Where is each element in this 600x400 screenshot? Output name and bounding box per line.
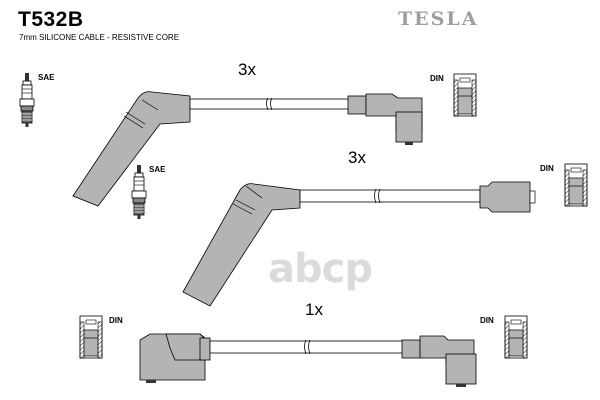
sae-label-2: SAE [149, 165, 166, 174]
din-terminal-3-icon [79, 315, 103, 359]
sae-label-1: SAE [38, 73, 55, 82]
cable-1-boot-angled [347, 93, 423, 145]
cable-1 [72, 91, 423, 207]
din-terminal-2-icon [564, 163, 588, 207]
cable-3 [139, 333, 477, 387]
cable-2-quantity: 3x [348, 148, 366, 167]
cable-1-quantity: 3x [238, 60, 256, 79]
cable-2-wire [299, 189, 481, 203]
cable-2 [182, 181, 536, 307]
part-number: T532B [18, 8, 84, 31]
cable-1-boot-straight [72, 91, 191, 207]
din-label-2: DIN [540, 164, 554, 173]
spark-plug-sae-2-icon [131, 164, 147, 220]
cable-1-wire [189, 98, 351, 110]
spark-plug-sae-1-icon [19, 72, 35, 128]
din-label-4: DIN [480, 316, 494, 325]
din-label-1: DIN [430, 74, 444, 83]
din-label-3: DIN [109, 316, 123, 325]
cable-3-quantity: 1x [305, 300, 323, 319]
din-terminal-1-icon [453, 73, 477, 117]
cable-2-boot-din [479, 181, 536, 213]
cable-3-boot-right [401, 335, 477, 387]
brand-logo: TESLA [398, 8, 479, 30]
watermark: abcp [268, 246, 373, 292]
product-description: 7mm SILICONE CABLE - RESISTIVE CORE [19, 33, 180, 42]
cable-2-boot-straight [182, 183, 301, 307]
din-terminal-4-icon [504, 315, 528, 359]
cable-3-boot-left [139, 333, 211, 383]
